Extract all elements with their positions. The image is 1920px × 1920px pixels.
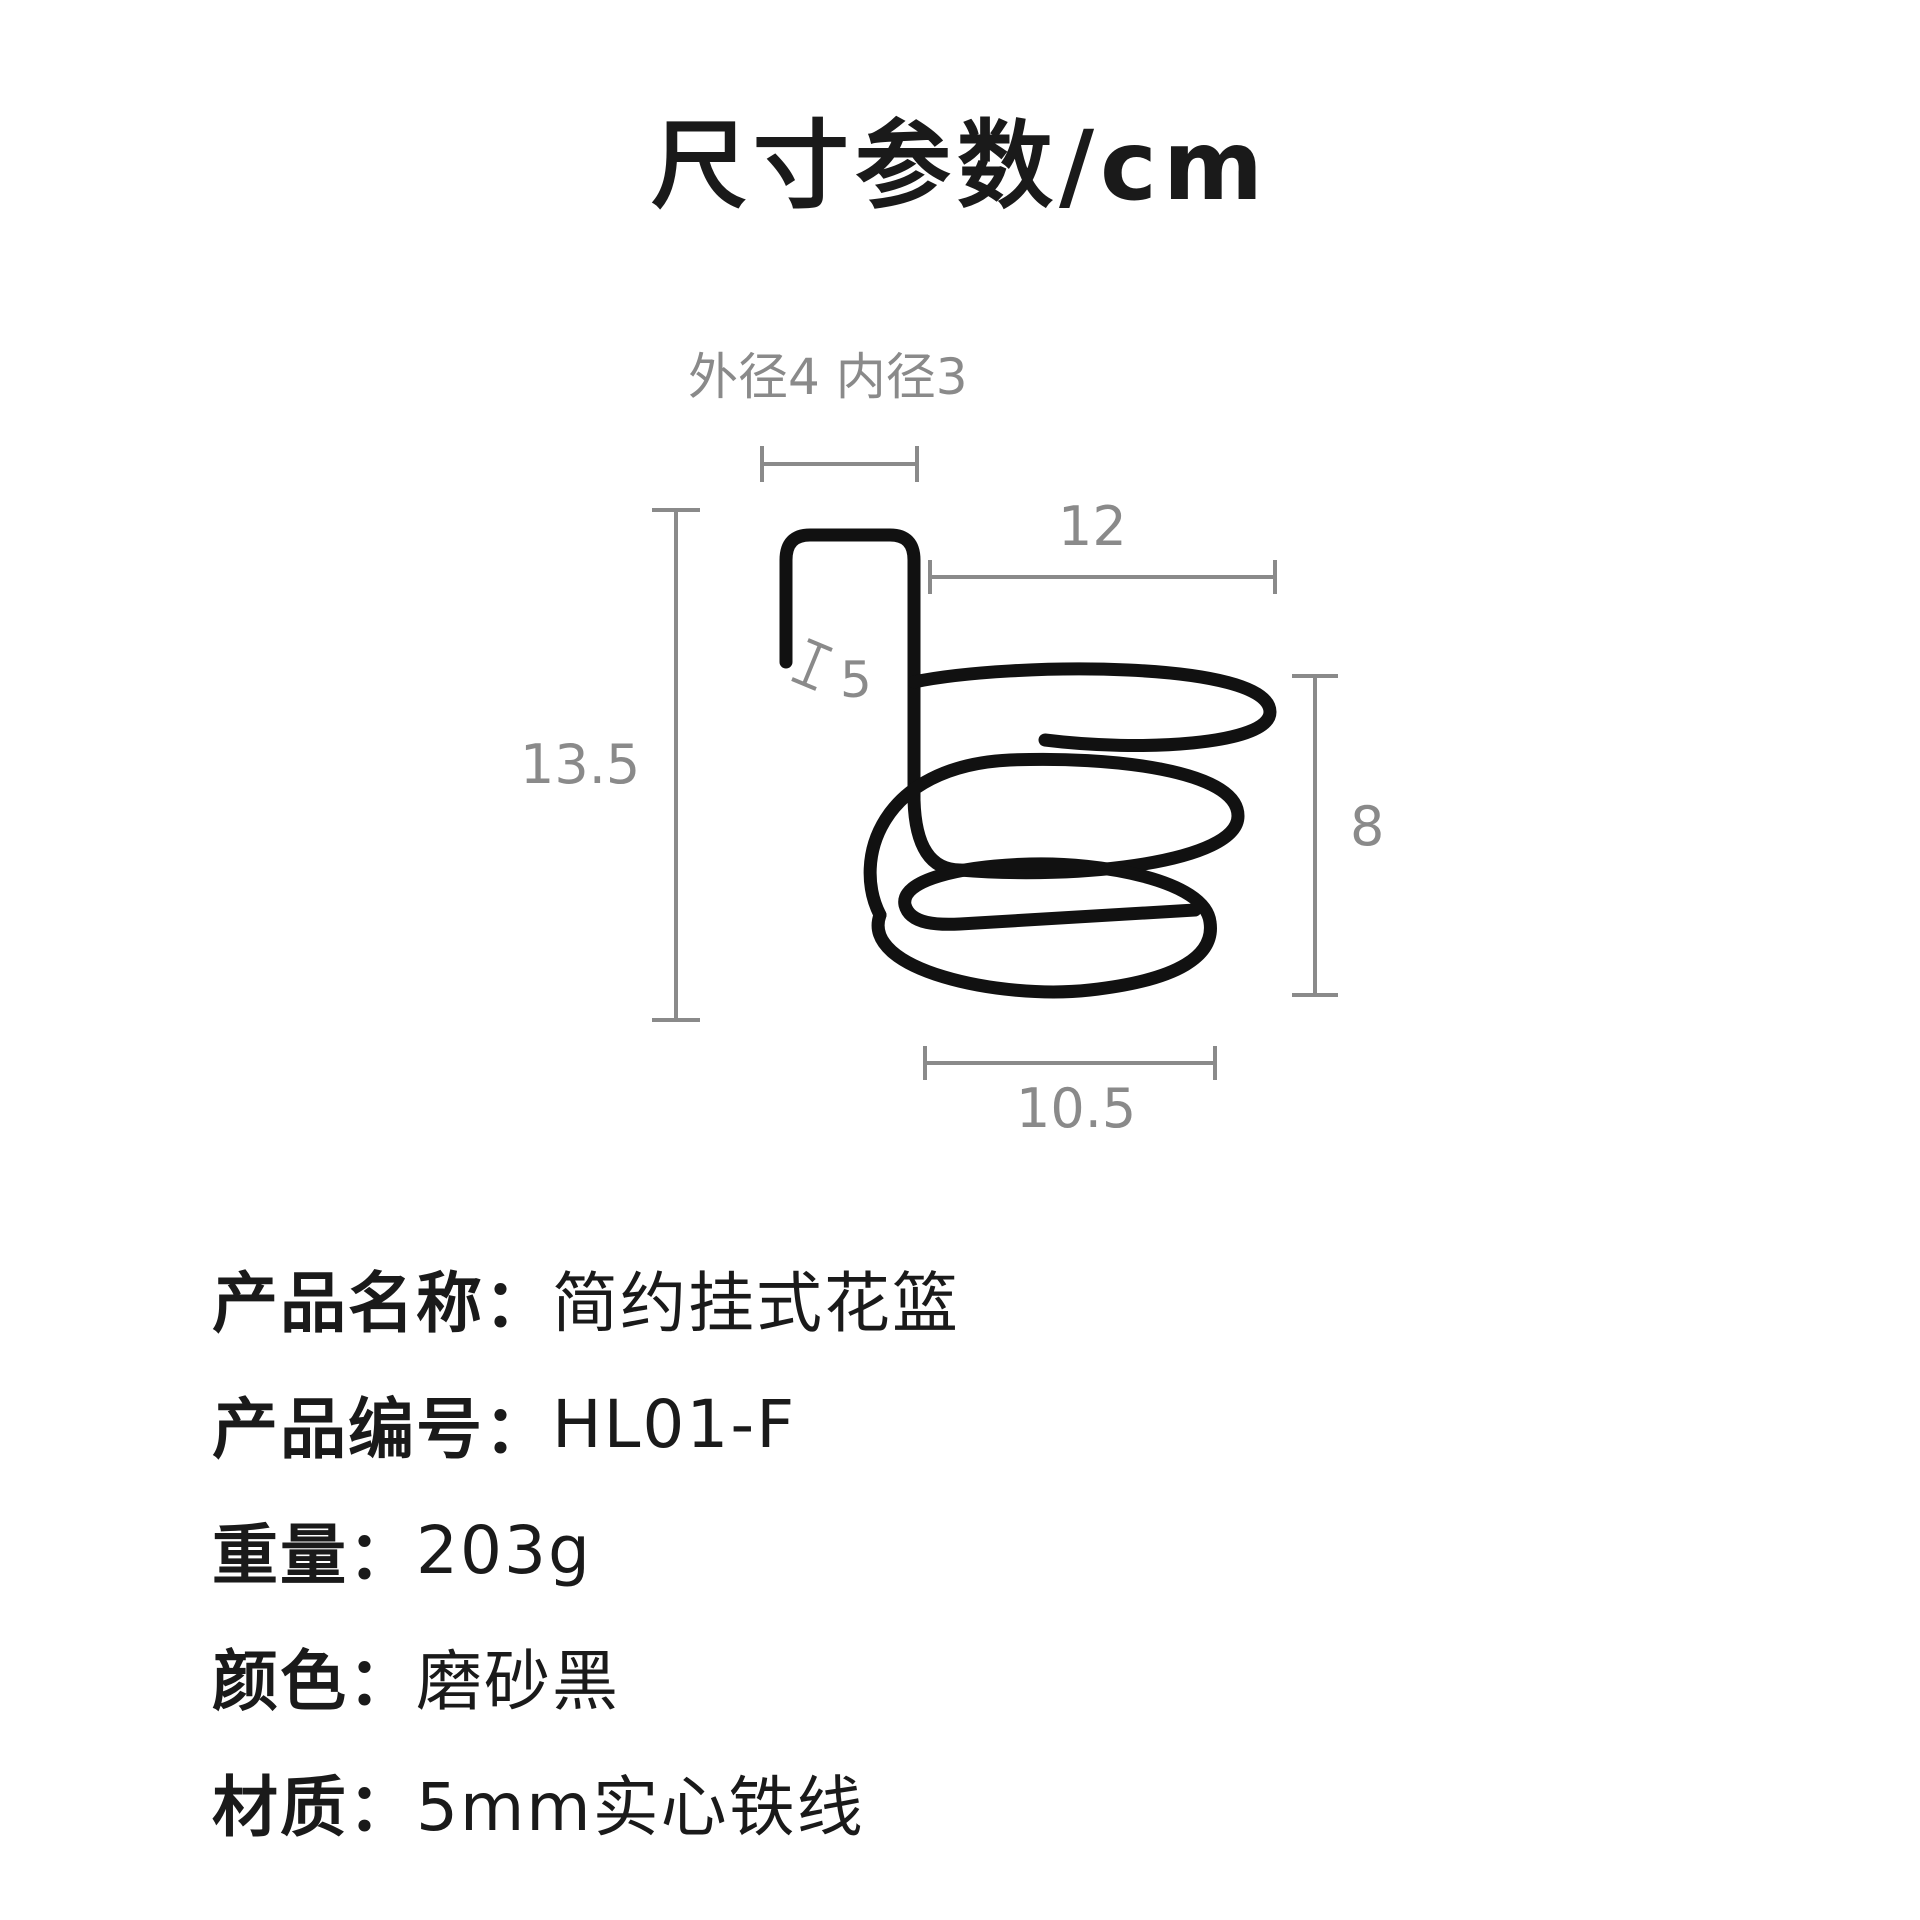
hook-depth-label: 5	[840, 651, 872, 709]
spec-list: 产品名称： 简约挂式花篮 产品编号： HL01-F 重量： 203g 颜色： 磨…	[212, 1235, 960, 1865]
diameter-label: 外径4 内径3	[688, 348, 968, 406]
spec-value: HL01-F	[552, 1385, 797, 1463]
basket-width-dimension-line	[923, 1046, 1217, 1080]
basket-width-label: 10.5	[1016, 1077, 1137, 1140]
hook-wire	[779, 528, 921, 807]
height-total-label: 13.5	[520, 733, 641, 796]
width-top-label: 12	[1058, 495, 1127, 558]
spec-label: 重量：	[212, 1517, 416, 1594]
top-ring-wire	[907, 662, 1277, 752]
spec-row-weight: 重量： 203g	[212, 1487, 960, 1613]
spec-value: 磨砂黑	[416, 1643, 620, 1720]
basket-height-dimension-line	[1292, 674, 1338, 997]
diameter-dimension-line	[760, 446, 919, 482]
width-top-dimension-line	[928, 560, 1277, 594]
spec-label: 材质：	[212, 1769, 416, 1846]
height-total-dimension-line	[652, 508, 700, 1022]
spec-value: 203g	[416, 1511, 592, 1589]
spec-label: 产品名称：	[212, 1265, 552, 1342]
dimension-diagram: 外径4 内径3 12 13.5 5 8 10.5	[520, 348, 1385, 1140]
hook-depth-dimension-line	[791, 638, 833, 691]
spec-row-material: 材质： 5mm实心铁线	[212, 1739, 960, 1865]
spec-row-color: 颜色： 磨砂黑	[212, 1613, 960, 1739]
spec-value: 5mm实心铁线	[416, 1769, 865, 1846]
basket-height-label: 8	[1350, 795, 1385, 858]
spec-label: 颜色：	[212, 1643, 416, 1720]
spec-label: 产品编号：	[212, 1391, 552, 1468]
bottom-ring-wire	[871, 857, 1217, 999]
spec-row-product-name: 产品名称： 简约挂式花篮	[212, 1235, 960, 1361]
wire-basket-drawing	[779, 528, 1277, 999]
dimension-lines	[652, 446, 1338, 1080]
page-title: 尺寸参数/cm	[651, 110, 1269, 222]
spec-value: 简约挂式花篮	[552, 1265, 960, 1342]
spec-row-product-code: 产品编号： HL01-F	[212, 1361, 960, 1487]
product-drawing	[652, 446, 1338, 1080]
